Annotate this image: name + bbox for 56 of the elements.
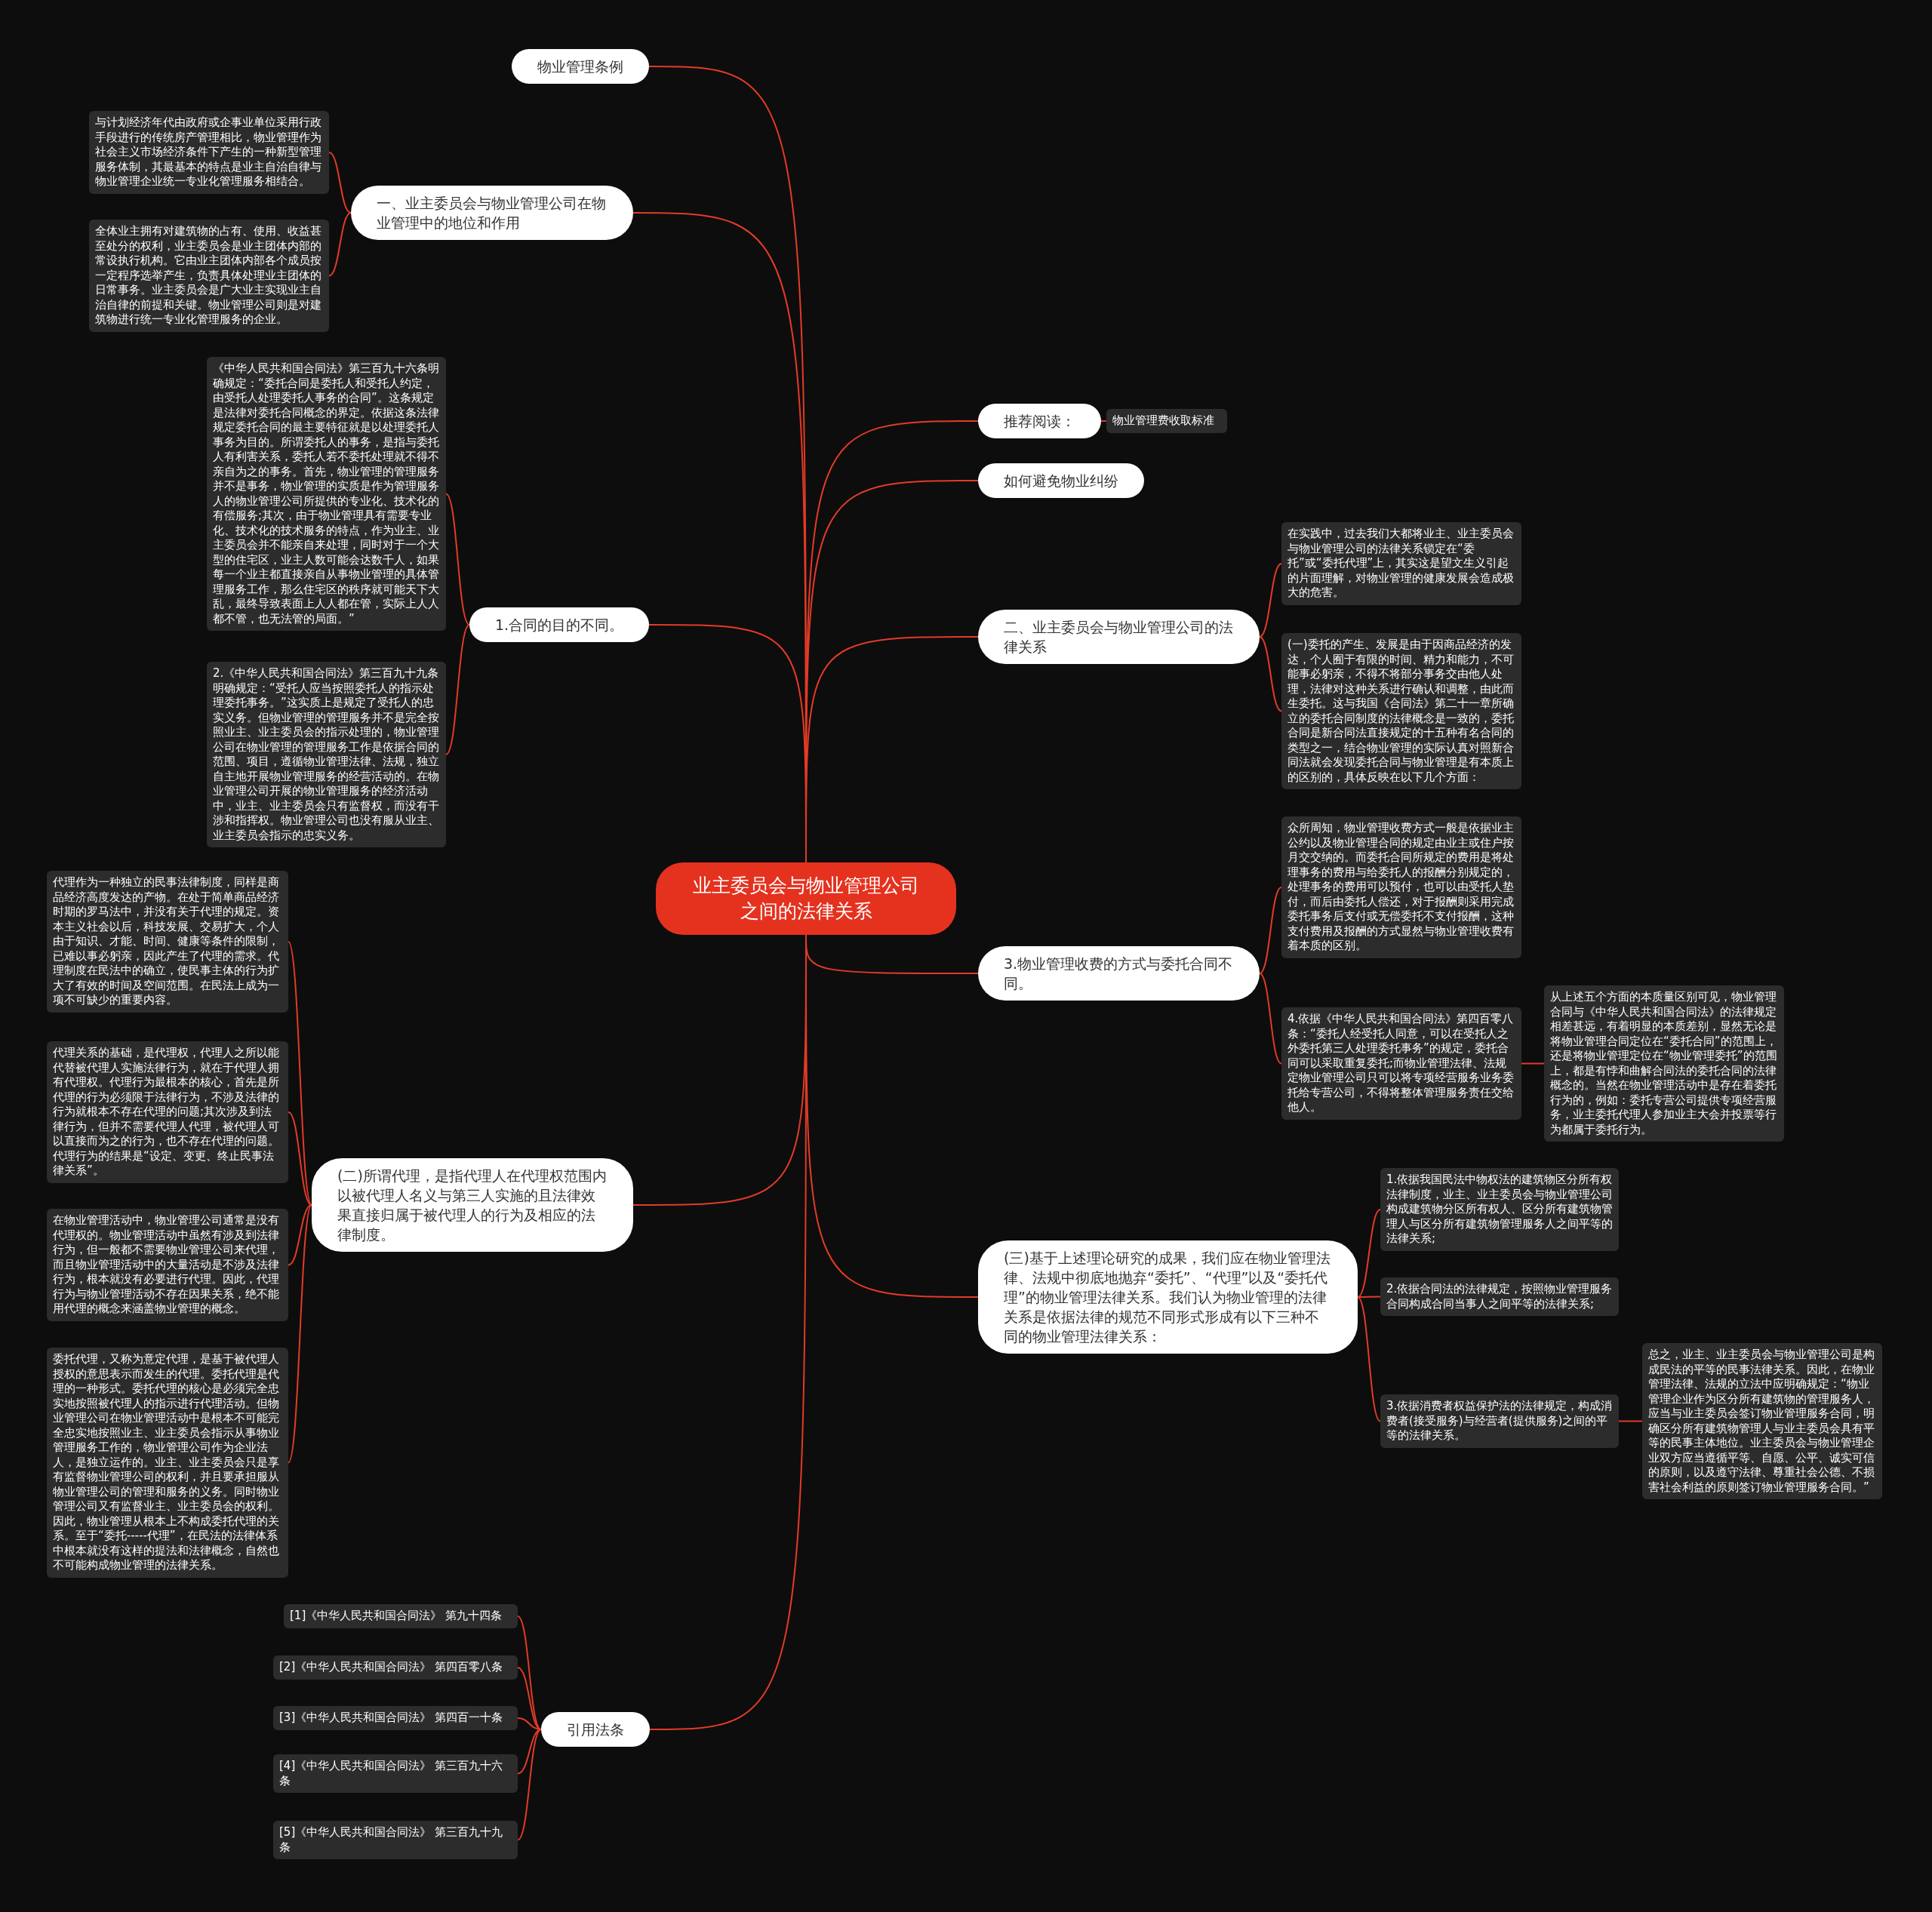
note-card: 在物业管理活动中，物业管理公司通常是没有代理权的。物业管理活动中虽然有涉及到法律行为，但一般都不需要物业管理公司来代理，而且物业管理活动中的大量活动是不涉及法律行为，根本就没有必要进行代理。因此，代理行为与物业管理活动不存在因果关系，绝不能用代理的概念来涵盖物业管理的概念。: [47, 1209, 288, 1321]
note-card: 代理关系的基础，是代理权，代理人之所以能代替被代理人实施法律行为，就在于代理人拥有代理权。代理行为最根本的核心，首先是所代理的行为必须限于法律行为，不涉及法律的行为就根本不存在代理的问题;其次涉及到法律行为，但并不需要代理人代理，被代理人可以直接而为之的行为，也不存在代理的问题。代理行为的结果是“设定、变更、终止民事法律关系”。: [47, 1041, 288, 1183]
connector-line: [1259, 887, 1282, 974]
note-card: 全体业主拥有对建筑物的占有、使用、收益甚至处分的权利，业主委员会是业主团体内部的常设执行机构。它由业主团体内部各个成员按一定程序选举产生，负责具体处理业主团体的日常事务。业主委员会是广大业主实现业主自治自律的前提和关键。物业管理公司则是对建筑物进行统一专业化管理服务的企业。: [89, 220, 329, 332]
connector-line: [517, 1667, 542, 1730]
note-card: [1]《中华人民共和国合同法》 第九十四条: [284, 1604, 518, 1628]
note-card: [2]《中华人民共和国合同法》 第四百零八条: [273, 1655, 518, 1680]
topic-pill: 推荐阅读：: [978, 404, 1101, 438]
topic-pill: 物业管理条例: [512, 49, 649, 84]
connector-line: [517, 1717, 542, 1730]
topic-pill: 1.合同的目的不同。: [469, 607, 650, 642]
note-card: 1.依据我国民法中物权法的建筑物区分所有权法律制度，业主、业主委员会与物业管理公司构成建筑物分区所有权人、区分所有建筑物管理人与区分所有建筑物管理服务人之间平等的法律关系;: [1380, 1168, 1619, 1251]
note-card: 《中华人民共和国合同法》第三百九十六条明确规定：“委托合同是委托人和受托人约定，由受托人处理委托人事务的合同”。这条规定是法律对委托合同概念的界定。依据这条法律规定委托合同的最主要特征就是以处理委托人事务为目的。所谓委托人的事务，是指与委托人有利害关系，委托人若不委托处理就不得不亲自为之的事务。首先，物业管理的管理服务并不是事务，物业管理的实质是作为管理服务人的物业管理公司所提供的专业化、技术化的有偿服务;其次，由于物业管理具有需要专业化、技术化的技术服务的特点，作为业主、业主委员会并不能亲自来处理，同时对于一个大型的住宅区，业主人数可能会达数千人，如果每一个业主都直接亲自从事物业管理的具体管理服务工作，那么住宅区的秩序就可能天下大乱，最终导致表面上人人都在管，实际上人人都不管，也无法管的局面。”: [207, 357, 446, 631]
note-card: 委托代理，又称为意定代理，是基于被代理人授权的意思表示而发生的代理。委托代理是代理的一种形式。委托代理的核心是必须完全忠实地按照被代理人的指示进行代理活动。但物业管理公司在物业管理活动中是根本不可能完全忠实地按照业主、业主委员会指示从事物业管理服务工作的，物业管理公司作为企业法人，是独立运作的。业主、业主委员会只是享有监督物业管理公司的权利，并且要承担服从物业管理公司的管理和服务的义务。同时物业管理公司又有监督业主、业主委员会的权利。因此，物业管理从根本上不构成委托代理的关系。至于“委托-----代理”，在民法的法律体系中根本就没有这样的提法和法律概念，自然也不可能构成物业管理的法律关系。: [47, 1348, 288, 1578]
note-card: 2.依据合同法的法律规定，按照物业管理服务合同构成合同当事人之间平等的法律关系;: [1380, 1277, 1619, 1316]
topic-pill: (三)基于上述理论研究的成果，我们应在物业管理法律、法规中彻底地抛弃“委托”、“代理”以及“委托代理”的物业管理法律关系。我们认为物业管理的法律关系是依据法律的规范不同形式形成有以下三种不同的物业管理法律关系：: [978, 1240, 1358, 1354]
connector-line: [1259, 563, 1282, 638]
connector-line: [1357, 1296, 1381, 1298]
connector-line: [1618, 1420, 1643, 1422]
note-card: 与计划经济年代由政府或企事业单位采用行政手段进行的传统房产管理相比，物业管理作为社会主义市场经济条件下产生的一种新型管理服务体制，其最基本的特点是业主自治自律与物业管理企业统一专业化管理服务相结合。: [89, 111, 329, 194]
connector-line: [1259, 636, 1282, 712]
connector-line: [288, 1204, 312, 1464]
topic-pill: 引用法条: [541, 1712, 650, 1747]
note-card: 物业管理费收取标准: [1106, 409, 1227, 433]
topic-pill: 二、业主委员会与物业管理公司的法律关系: [978, 610, 1260, 664]
connector-line: [1357, 1209, 1381, 1298]
note-card: 2.《中华人民共和国合同法》第三百九十九条明确规定：“受托人应当按照委托人的指示处理委托事务。”这实质上是规定了受托人的忠实义务。但物业管理的管理服务并不是完全按照业主、业主委员会的指示处理的，物业管理公司在物业管理的管理服务工作是依据合同的范围、项目，遵循物业管理法律、法规，独立自主地开展物业管理服务的经营活动的。在物业管理公司开展的物业管理服务的经济活动中，业主、业主委员会只有监督权，而没有干涉和指挥权。物业管理公司也没有服从业主、业主委员会指示的忠实义务。: [207, 662, 446, 847]
topic-pill: (二)所谓代理，是指代理人在代理权范围内以被代理人名义与第三人实施的且法律效果直接归属于被代理人的行为及相应的法律制度。: [312, 1158, 633, 1252]
connector-line: [445, 624, 470, 755]
connector-line: [328, 212, 352, 277]
note-card: 众所周知，物业管理收费方式一般是依据业主公约以及物业管理合同的规定由业主或住户按月交交纳的。而委托合同所规定的费用是将处理事务的费用与给委托人的报酬分别规定的，处理事务的费用可以预付，也可以由受托人垫付，而后由委托人偿还，对于报酬则采用完成委托事务后支付或无偿委托不支付报酬，这种支付费用及报酬的方式显然与物业管理收费有着本质的区别。: [1281, 816, 1521, 958]
topic-pill: 3.物业管理收费的方式与委托合同不同。: [978, 946, 1260, 1001]
connector-line: [288, 941, 312, 1206]
note-card: (一)委托的产生、发展是由于因商品经济的发达，个人囿于有限的时间、精力和能力，不可能事必躬亲，不得不将部分事务交由他人处理，法律对这种关系进行确认和调整，由此而生委托。这与我国《合同法》第二十一章所确立的委托合同制度的法律概念是一致的，委托合同是新合同法直接规定的十五种有名合同的类型之一，结合物业管理的实际认真对照新合同法就会发现委托合同与物业管理是有本质上的区别的，具体反映在以下几个方面：: [1281, 633, 1521, 789]
connector-line: [1100, 420, 1107, 422]
connector-line: [517, 1615, 542, 1730]
connector-line: [1357, 1296, 1381, 1422]
connector-line: [1521, 1062, 1545, 1065]
connector-line: [328, 152, 352, 214]
topic-pill: 一、业主委员会与物业管理公司在物业管理中的地位和作用: [351, 186, 633, 240]
note-card: 4.依据《中华人民共和国合同法》第四百零八条：“委托人经受托人同意，可以在受托人之外委托第三人处理委托事务”的规定，委托合同可以采取重复委托;而物业管理法律、法规定物业管理公司只可以将专项经营服务业务委托给专营公司，不得将整体管理服务责任交给他人。: [1281, 1007, 1521, 1120]
note-card: [5]《中华人民共和国合同法》 第三百九十九条: [273, 1821, 518, 1859]
note-card: [4]《中华人民共和国合同法》 第三百九十六条: [273, 1754, 518, 1793]
connector-line: [1259, 973, 1282, 1065]
central-topic: 业主委员会与物业管理公司之间的法律关系: [656, 862, 956, 935]
connector-line: [445, 493, 470, 626]
connector-line: [288, 1111, 312, 1206]
note-card: 在实践中，过去我们大都将业主、业主委员会与物业管理公司的法律关系锁定在“委托”或“委托代理”上，其实这是望文生义引起的片面理解，对物业管理的健康发展会造成极大的危害。: [1281, 522, 1521, 605]
connector-line: [288, 1204, 312, 1266]
topic-pill: 如何避免物业纠纷: [978, 463, 1144, 498]
note-card: 代理作为一种独立的民事法律制度，同样是商品经济高度发达的产物。在处于简单商品经济时期的罗马法中，并没有关于代理的规定。资本主义社会以后，科技发展、交易扩大，个人由于知识、才能、时间、健康等条件的限制，已难以事必躬亲，因此产生了代理的需求。代理制度在民法中的确立，使民事主体的行为扩大了有效的时间及空间范围。在民法上成为一项不可缺少的重要内容。: [47, 871, 288, 1013]
note-card: 从上述五个方面的本质量区别可见，物业管理合同与《中华人民共和国合同法》的法律规定相差甚远，有着明显的本质差别，显然无论是将物业管理合同定位在“委托合同”的范围上，还是将物业管理定位在“物业管理委托”的范围上，都是有悖和曲解合同法的委托合同的法律概念的。当然在物业管理活动中是存在着委托行为的，例如：委托专营公司提供专项经营服务，业主委托代理人参加业主大会并投票等行为都属于委托行为。: [1544, 985, 1784, 1142]
note-card: [3]《中华人民共和国合同法》 第四百一十条: [273, 1706, 518, 1730]
note-card: 3.依据消费者权益保护法的法律规定，构成消费者(接受服务)与经营者(提供服务)之间的平等的法律关系。: [1380, 1394, 1619, 1448]
connector-line: [517, 1729, 542, 1841]
note-card: 总之，业主、业主委员会与物业管理公司是构成民法的平等的民事法律关系。因此，在物业管理法律、法规的立法中应明确规定：“物业管理企业作为区分所有建筑物的管理服务人，应当与业主委员会签订物业管理服务合同，明确区分所有建筑物管理人与业主委员会具有平等的民事主体地位。业主委员会与物业管理企业双方应当遵循平等、自愿、公平、诚实可信的原则，以及遵守法律、尊重社会公德、不损害社会利益的原则签订物业管理服务合同。”: [1642, 1343, 1882, 1499]
